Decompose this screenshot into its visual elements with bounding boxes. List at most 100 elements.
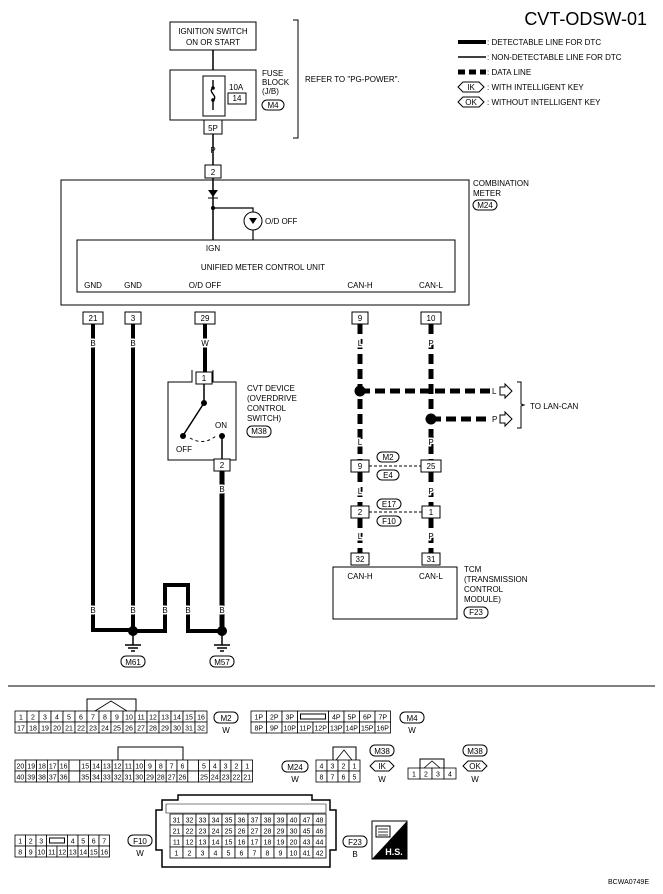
m4-pin: 10P <box>284 726 297 733</box>
m2-lock-tab <box>86 698 137 711</box>
od-lamp-label: O/D OFF <box>265 217 298 226</box>
m24-cell <box>187 759 200 772</box>
wire-color-b1: B <box>90 339 95 348</box>
m24-pin: 27 <box>168 775 176 782</box>
m2-pin: 1 <box>19 715 23 722</box>
m4-pin: 7P <box>378 715 387 722</box>
f10-pin: 5 <box>81 839 85 846</box>
f23-housing <box>155 794 337 868</box>
f23-pin: 23 <box>199 829 207 836</box>
f10-pin: 1 <box>18 839 22 846</box>
m38ok-pin: 2 <box>424 772 428 779</box>
f23-pin: 34 <box>212 818 220 825</box>
m4-key-slot <box>300 713 326 720</box>
cvt-label-3: CONTROL <box>247 404 287 413</box>
m24-cell <box>241 770 254 783</box>
m2-color: W <box>222 726 230 735</box>
m4-pin: 4P <box>332 715 341 722</box>
fuse-pin: 5P <box>208 124 218 133</box>
m2-pin: 16 <box>197 715 205 722</box>
m2-pin: 13 <box>161 715 169 722</box>
m38ok-lock-mark <box>423 760 441 769</box>
m38ik-cell <box>348 770 361 783</box>
m4-tag <box>399 711 425 724</box>
m24-pin: 28 <box>157 775 165 782</box>
lan-arrow-l-icon <box>499 410 513 428</box>
m2-pin: 19 <box>41 726 49 733</box>
m2-pin: 2 <box>31 715 35 722</box>
can-l-junction <box>425 413 437 425</box>
m2-pin: 7 <box>91 715 95 722</box>
j2-bottom-conn: F10 <box>382 517 396 526</box>
f23-pin: 30 <box>290 829 298 836</box>
f23-pin: 35 <box>225 818 233 825</box>
f23-id: F23 <box>348 838 362 847</box>
m2-pin: 20 <box>53 726 61 733</box>
m38ok-cell <box>443 767 457 780</box>
ground-conn-m61: M61 <box>125 658 141 667</box>
m2-pin: 12 <box>149 715 157 722</box>
m24-pin: 25 <box>200 775 208 782</box>
cvt-off-contact <box>180 433 186 439</box>
diagram-code: BCWA0749E <box>608 879 649 886</box>
m38ok-id: M38 <box>467 747 483 756</box>
legend-ok-tag <box>457 96 485 108</box>
m2-pin: 30 <box>173 726 181 733</box>
m4-pin: 15P <box>361 726 374 733</box>
f23-pin: 18 <box>264 840 272 847</box>
j1-top-conn: M2 <box>382 453 394 462</box>
fuse-number-box <box>227 92 247 105</box>
term-name-canl: CAN-L <box>419 281 444 290</box>
can-h-junction <box>354 385 366 397</box>
f23-pin: 16 <box>238 840 246 847</box>
m24-pin: 35 <box>81 775 89 782</box>
m24-pin: 19 <box>27 764 35 771</box>
f23-pin: 11 <box>173 840 180 847</box>
f10-pin: 6 <box>92 839 96 846</box>
f23-cell <box>312 846 327 859</box>
f10-pin: 8 <box>18 850 22 857</box>
f23-pin: 1 <box>175 851 179 858</box>
f23-pin: 31 <box>173 818 181 825</box>
f23-pin: 37 <box>251 818 259 825</box>
f23-pin: 46 <box>316 829 324 836</box>
m4-cell <box>297 710 329 723</box>
m2-pin: 4 <box>55 715 59 722</box>
fuse-dot-bottom <box>211 98 215 102</box>
tcm-pin-32: 32 <box>356 555 365 564</box>
f23-pin: 44 <box>316 840 324 847</box>
m24-pin: 12 <box>114 764 122 771</box>
m24-cell <box>68 759 81 772</box>
m2-pin: 21 <box>65 726 73 733</box>
m24-pin: 18 <box>38 764 46 771</box>
lan-label: TO LAN-CAN <box>530 402 579 411</box>
m2-pin: 5 <box>67 715 71 722</box>
f23-pin: 40 <box>290 818 298 825</box>
m2-pin: 11 <box>137 715 144 722</box>
fuse-dot-top <box>211 86 215 90</box>
f10-color: W <box>136 849 144 858</box>
meter-label-1: COMBINATION <box>473 179 529 188</box>
f23-housing-inner <box>165 803 327 814</box>
cvt-on-label: ON <box>215 421 227 430</box>
m2-pin: 18 <box>29 726 37 733</box>
f23-pin: 38 <box>264 818 272 825</box>
m2-pin: 25 <box>113 726 121 733</box>
m24-lock-tab <box>117 746 184 760</box>
m24-pin: 3 <box>224 764 228 771</box>
f10-pin: 12 <box>58 850 66 857</box>
m24-pin: 2 <box>234 764 238 771</box>
lan-color-l: L <box>492 387 497 396</box>
m2-pin: 3 <box>43 715 47 722</box>
f10-pin: 11 <box>48 850 55 857</box>
lan-color-p: P <box>492 415 497 424</box>
f23-pin: 39 <box>277 818 285 825</box>
m24-pin: 37 <box>49 775 57 782</box>
m4-pin: 11P <box>299 726 311 733</box>
wire-color-l3: L <box>358 487 363 496</box>
f23-pin: 28 <box>264 829 272 836</box>
wire-gnd-21 <box>91 324 133 632</box>
f10-pin: 7 <box>102 839 106 846</box>
